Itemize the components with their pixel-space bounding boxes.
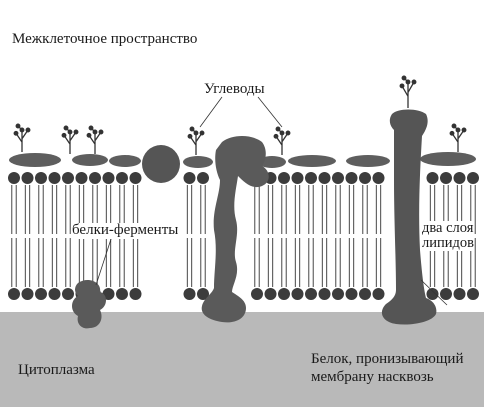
through-protein-label-line1: Белок, пронизывающий <box>311 352 463 368</box>
globular-protein <box>142 145 180 183</box>
through-protein-label-line2: мембрану насквозь <box>311 370 463 386</box>
enzyme-proteins-label: белки-ферменты <box>72 223 178 239</box>
lipid-bilayer-label-line1: два слоя <box>422 221 474 236</box>
lipid-bilayer-label-line2: липидов <box>422 236 474 251</box>
carbohydrates-label: Углеводы <box>204 82 265 98</box>
through-protein-label: Белок, пронизывающий мембрану насквозь <box>311 352 463 386</box>
cytoplasm-label: Цитоплазма <box>18 363 95 379</box>
lipid-bilayer-label: два слоя липидов <box>422 221 474 251</box>
extracellular-space-label: Межклеточное пространство <box>12 32 197 48</box>
